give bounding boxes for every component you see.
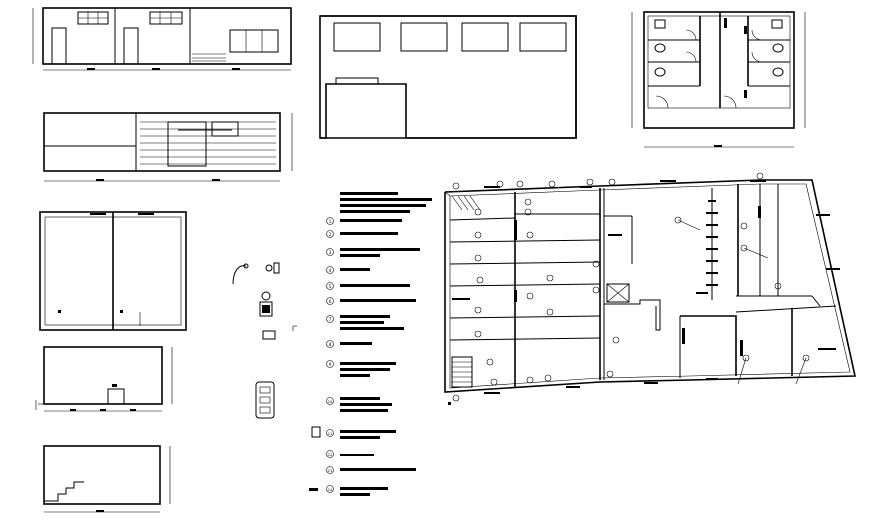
legend-marker-7: 7	[326, 315, 334, 323]
svg-text:5: 5	[329, 284, 332, 289]
legend-marker-5: 5	[326, 282, 334, 290]
svg-text:13: 13	[328, 469, 332, 473]
legend-marker-4: 4	[326, 266, 334, 274]
section-stair	[43, 445, 171, 513]
svg-text:10: 10	[328, 400, 332, 404]
section-a	[35, 346, 173, 412]
svg-text:3: 3	[329, 250, 332, 255]
toilet-plan	[631, 11, 806, 148]
legend-marker-2: 2	[326, 230, 334, 238]
legend-marker-3: 3	[326, 248, 334, 256]
side-elevation-brick	[43, 112, 293, 182]
legend-marker-9: 9	[326, 360, 334, 368]
legend-marker-14: 14	[326, 485, 334, 493]
legend-marker-12: 12	[326, 450, 334, 458]
svg-text:2: 2	[329, 232, 332, 237]
svg-text:6: 6	[329, 299, 332, 304]
legend: 1 2 3 4 5 6 7 8 9 10 11 12 13 14	[309, 192, 432, 496]
svg-text:7: 7	[329, 317, 332, 322]
svg-text:1: 1	[329, 219, 332, 224]
svg-text:4: 4	[329, 268, 332, 273]
legend-marker-1: 1	[326, 217, 334, 225]
legend-marker-11: 11	[326, 429, 334, 437]
symbol-column	[232, 262, 297, 419]
svg-text:11: 11	[328, 432, 332, 436]
svg-text:14: 14	[328, 488, 333, 492]
legend-marker-8: 8	[326, 340, 334, 348]
room-tags	[452, 172, 810, 402]
brick-hatch	[140, 121, 276, 165]
main-floor-plan	[444, 172, 856, 405]
legend-marker-13: 13	[326, 466, 334, 474]
svg-text:12: 12	[328, 453, 332, 457]
legend-marker-6: 6	[326, 297, 334, 305]
front-elevation	[32, 7, 292, 71]
roof-outline	[319, 15, 577, 139]
floor-plan-small	[39, 211, 187, 331]
legend-marker-10: 10	[326, 397, 334, 405]
svg-text:8: 8	[329, 342, 332, 347]
svg-text:9: 9	[329, 362, 332, 367]
